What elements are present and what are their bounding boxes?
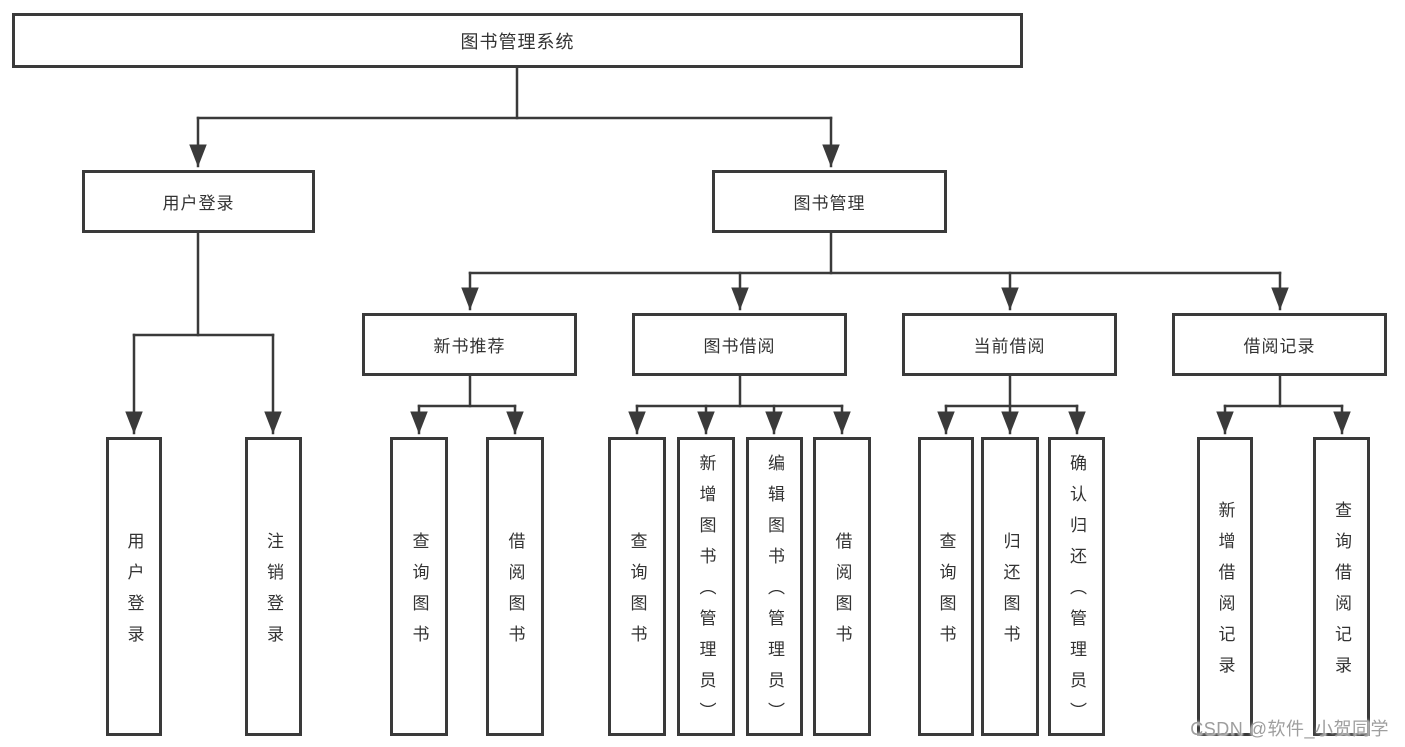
node-label: 归还图书 (1000, 531, 1020, 656)
node-label: 用户登录 (124, 531, 144, 656)
node-new-book-recommend: 新书推荐 (362, 313, 577, 376)
node-query-books-current: 查询图书 (918, 437, 974, 736)
node-label: 注销登录 (264, 531, 283, 656)
node-label: 图书借阅 (703, 337, 776, 356)
node-label: 确认归还（管理员） (1067, 454, 1086, 733)
node-label: 新书推荐 (433, 337, 506, 356)
node-book-borrowing: 图书借阅 (632, 313, 847, 376)
node-label: 查询借阅记录 (1332, 500, 1351, 687)
node-label: 图书管理系统 (460, 31, 575, 52)
node-borrowing-records: 借阅记录 (1172, 313, 1387, 376)
node-return-books: 归还图书 (981, 437, 1039, 736)
node-query-borrow-record: 查询借阅记录 (1313, 437, 1370, 736)
node-query-books-recommend: 查询图书 (390, 437, 448, 736)
node-confirm-return-admin: 确认归还（管理员） (1048, 437, 1105, 736)
node-label: 新增图书（管理员） (696, 454, 716, 733)
connector-borrowing-records (1216, 374, 1351, 435)
node-borrow-books: 借阅图书 (813, 437, 871, 736)
node-label: 编辑图书（管理员） (765, 454, 784, 733)
node-edit-book-admin: 编辑图书（管理员） (746, 437, 803, 736)
node-logout-action: 注销登录 (245, 437, 302, 736)
connector-root-to-level2 (189, 66, 840, 168)
connector-user-login (125, 231, 282, 435)
node-label: 借阅图书 (832, 531, 852, 656)
node-label: 查询图书 (409, 531, 429, 656)
connector-book-borrowing (628, 374, 851, 435)
node-book-management: 图书管理 (712, 170, 947, 233)
node-label: 新增借阅记录 (1215, 500, 1235, 687)
node-current-borrowing: 当前借阅 (902, 313, 1117, 376)
connector-book-management (461, 231, 1289, 311)
node-label: 当前借阅 (973, 337, 1046, 356)
connector-new-book-recommend (410, 374, 524, 435)
node-query-books-borrowing: 查询图书 (608, 437, 666, 736)
node-label: 图书管理 (793, 194, 866, 213)
node-borrow-books-recommend: 借阅图书 (486, 437, 544, 736)
node-add-book-admin: 新增图书（管理员） (677, 437, 735, 736)
node-user-login: 用户登录 (82, 170, 315, 233)
node-label: 借阅记录 (1243, 337, 1316, 356)
node-add-borrow-record: 新增借阅记录 (1197, 437, 1253, 736)
node-user-login-action: 用户登录 (106, 437, 162, 736)
node-label: 查询图书 (936, 531, 956, 656)
csdn-watermark: CSDN @软件_小贺同学 (1190, 719, 1389, 739)
node-label: 借阅图书 (505, 531, 525, 656)
node-label: 用户登录 (162, 194, 235, 213)
node-label: 查询图书 (627, 531, 647, 656)
node-library-system: 图书管理系统 (12, 13, 1023, 68)
connector-current-borrowing (937, 374, 1086, 435)
